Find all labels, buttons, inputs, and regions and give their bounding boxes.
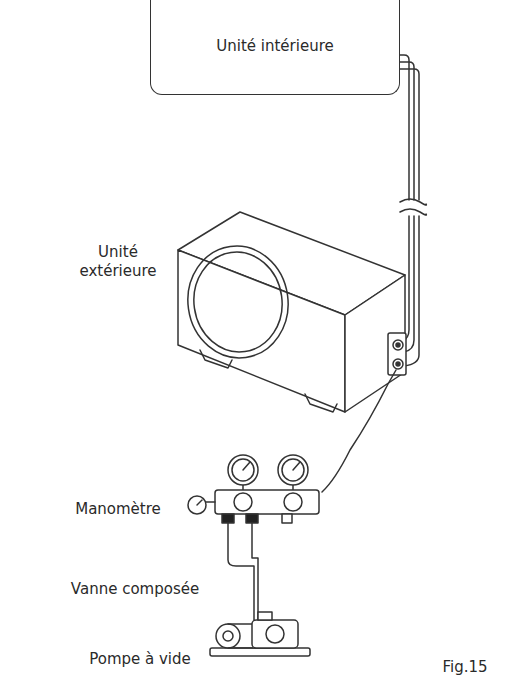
part-label: Pompe à vide bbox=[89, 650, 191, 670]
vacuum-pump bbox=[210, 612, 310, 656]
outdoor-unit-illustration bbox=[178, 212, 406, 412]
part-label: Vanne composée bbox=[71, 580, 199, 600]
manifold-gauge bbox=[188, 455, 319, 523]
part-label: Unité extérieure bbox=[70, 243, 166, 282]
pump-hose bbox=[228, 523, 254, 620]
part-label: Manomètre bbox=[75, 500, 161, 520]
indoor-unit-box: Unité intérieure bbox=[150, 0, 400, 95]
unit-label: Unité intérieure bbox=[216, 37, 333, 56]
figure-caption: Fig.15 bbox=[442, 658, 487, 678]
pump-hose bbox=[252, 523, 258, 620]
charging-hose bbox=[322, 370, 396, 492]
